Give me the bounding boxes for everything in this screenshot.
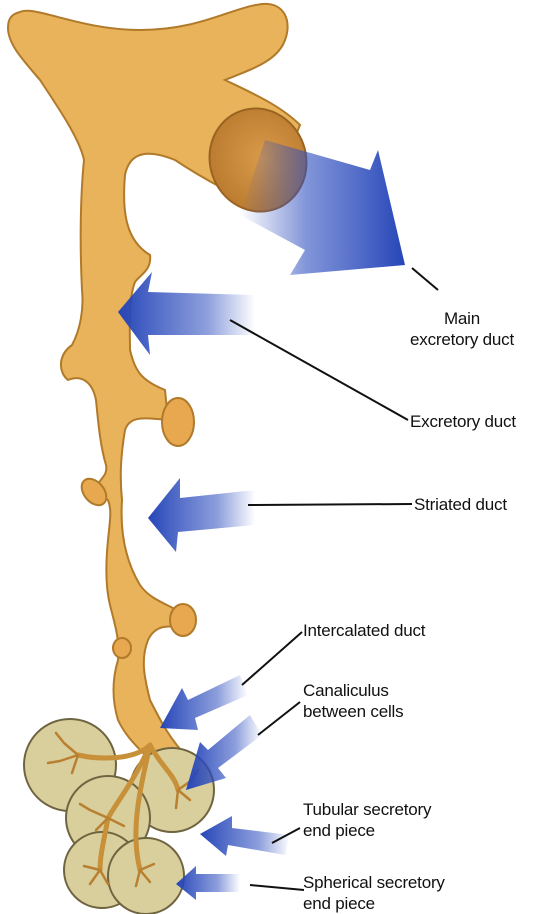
duct-branch-stub — [161, 397, 195, 447]
tubular-end-piece-arrow — [200, 816, 290, 856]
leader-line — [247, 503, 413, 506]
spherical-end-piece-arrow — [176, 866, 240, 900]
label-spherical-end-piece: Spherical secretory end piece — [303, 872, 445, 914]
label-canaliculus-line1: Canaliculus — [303, 681, 389, 700]
leader-line — [257, 701, 301, 736]
label-main-excretory-duct-line2: excretory duct — [410, 330, 514, 349]
leader-line — [249, 884, 305, 891]
label-spherical-end-piece-line2: end piece — [303, 894, 375, 913]
label-spherical-end-piece-line1: Spherical secretory — [303, 873, 445, 892]
intercalated-branches — [75, 742, 181, 873]
label-intercalated-duct-text: Intercalated duct — [303, 621, 426, 640]
main-duct-arrow — [240, 140, 405, 275]
intercalated-duct-arrow — [160, 675, 248, 730]
arrows — [118, 140, 405, 900]
duct-branch-stub — [169, 603, 197, 637]
label-excretory-duct-text: Excretory duct — [410, 412, 516, 431]
excretory-duct-arrow — [118, 272, 255, 355]
duct-branch-stub — [80, 477, 108, 507]
canaliculi — [46, 731, 200, 888]
label-main-excretory-duct-line1: Main — [443, 309, 481, 328]
main-excretory-duct-shape — [6, 2, 302, 761]
leader-line — [411, 267, 439, 291]
leader-line — [271, 827, 301, 844]
label-striated-duct: Striated duct — [414, 494, 507, 515]
leader-lines — [229, 267, 439, 891]
label-main-excretory-duct: Main excretory duct — [388, 308, 536, 350]
label-canaliculus-line2: between cells — [303, 702, 404, 721]
label-striated-duct-text: Striated duct — [414, 495, 507, 514]
duct-branch-stub — [112, 637, 132, 659]
label-excretory-duct: Excretory duct — [410, 411, 516, 432]
label-canaliculus: Canaliculus between cells — [303, 680, 404, 722]
label-tubular-end-piece-line2: end piece — [303, 821, 375, 840]
label-tubular-end-piece-line1: Tubular secretory — [303, 800, 432, 819]
label-tubular-end-piece: Tubular secretory end piece — [303, 799, 431, 841]
canaliculus-arrow — [186, 715, 262, 790]
label-intercalated-duct: Intercalated duct — [303, 620, 425, 641]
striated-duct-arrow — [148, 478, 255, 552]
leader-line — [229, 319, 409, 421]
duct-tree — [6, 2, 308, 761]
leader-line — [241, 631, 303, 686]
